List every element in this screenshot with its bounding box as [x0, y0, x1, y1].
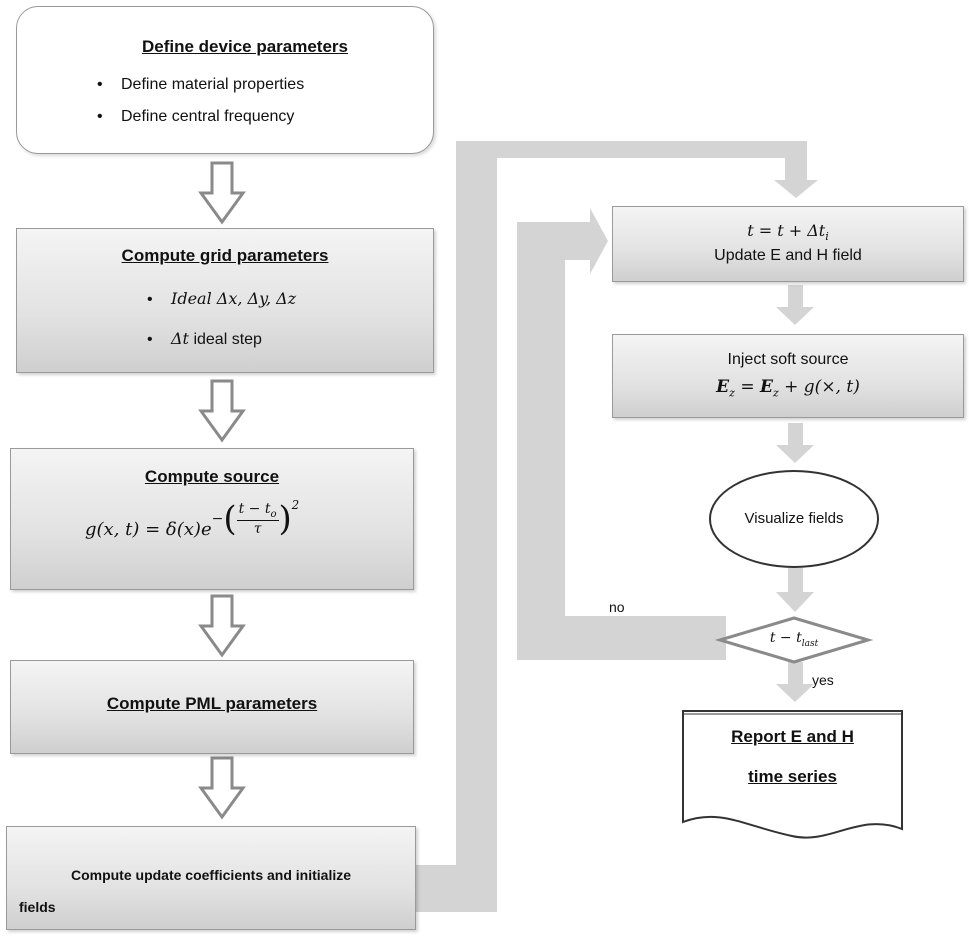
down-arrow-7 [776, 568, 814, 612]
report-line-1: Report E and H [731, 727, 854, 746]
timestep-formula: t = t + Δti [747, 221, 829, 244]
down-arrow-8 [776, 662, 814, 702]
define-bullet-2: •Define central frequency [97, 108, 295, 125]
report-document-shape [682, 710, 903, 839]
decision-diamond [714, 616, 874, 664]
timestep-update-box: t = t + Δti Update E and H field [612, 206, 964, 282]
inject-source-box: Inject soft source Ez = Ez + g(×, t) [612, 334, 964, 418]
yes-label: yes [812, 672, 834, 688]
visualize-oval [709, 470, 879, 568]
down-arrow-3 [198, 594, 246, 658]
inject-source-title: Inject soft source [727, 351, 849, 368]
update-coefficients-line2: fields [19, 899, 56, 915]
down-arrow-2 [198, 379, 246, 443]
source-formula: g(x, t) = δ(x)e − ( t − to τ ) 2 [85, 498, 300, 540]
update-coefficients-box: Compute update coefficients and initiali… [6, 826, 416, 930]
visualize-label: Visualize fields [744, 510, 844, 527]
feedback-loop-connector [517, 208, 726, 660]
grid-bullet-1: •Ideal Δx, Δy, Δz [147, 289, 297, 308]
down-arrow-6 [776, 423, 814, 463]
down-arrow-4 [198, 756, 246, 820]
grid-bullet-2: •Δt ideal step [147, 329, 262, 348]
main-flow-connector [416, 141, 818, 912]
pml-parameters-box: Compute PML parameters [10, 660, 414, 754]
decision-label: t − tlast [769, 630, 819, 649]
compute-source-box: Compute source g(x, t) = δ(x)e − ( t − t… [10, 448, 414, 590]
report-line-2: time series [748, 767, 837, 786]
update-coefficients-line1: Compute update coefficients and initiali… [70, 867, 352, 883]
define-parameters-box: Define device parameters •Define materia… [16, 6, 434, 154]
grid-parameters-box: Compute grid parameters •Ideal Δx, Δy, Δ… [16, 228, 434, 373]
down-arrow-5 [776, 285, 814, 325]
down-arrow-1 [198, 161, 246, 225]
inject-source-formula: Ez = Ez + g(×, t) [716, 377, 860, 400]
no-label: no [609, 599, 625, 615]
grid-parameters-title: Compute grid parameters [121, 246, 329, 265]
compute-source-title: Compute source [144, 467, 280, 486]
define-bullet-1: •Define material properties [97, 76, 305, 93]
define-parameters-title: Define device parameters [142, 37, 348, 56]
timestep-text: Update E and H field [714, 247, 862, 264]
pml-parameters-title: Compute PML parameters [106, 694, 318, 713]
